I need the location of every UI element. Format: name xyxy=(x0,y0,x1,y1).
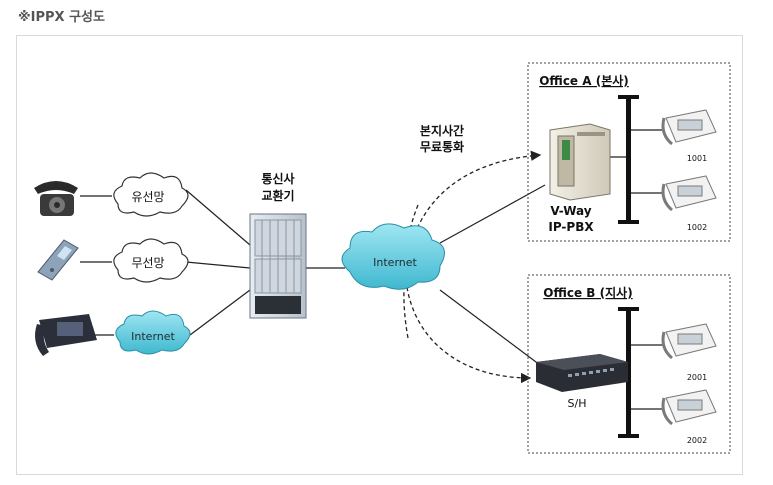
office-a-box xyxy=(527,62,731,242)
wired-network-label: 유선망 xyxy=(131,190,164,204)
ip-phone-1001-icon xyxy=(661,109,717,146)
exchange-label-line1: 통신사 xyxy=(261,171,294,186)
phone-1001-label: 1001 xyxy=(687,154,707,163)
ip-phone-2002-icon xyxy=(661,389,717,426)
ip-phone-2001-icon xyxy=(661,323,717,360)
phone-1002-label: 1002 xyxy=(687,223,707,232)
desk-phone-icon xyxy=(35,314,97,356)
office-b-box xyxy=(527,274,731,454)
exchange-tower-icon xyxy=(249,213,307,319)
internet-left-label: Internet xyxy=(131,330,175,343)
cloud-internet-left xyxy=(115,310,191,355)
mobile-phone-icon xyxy=(37,239,79,281)
diagram-caption: ※IPPX 구성도 xyxy=(18,10,105,25)
pbx-label-line2: IP-PBX xyxy=(548,220,594,234)
ip-pbx-server-icon xyxy=(549,123,611,201)
network-switch-icon xyxy=(536,354,628,392)
internet-center-label: Internet xyxy=(373,256,417,269)
cloud-wired-network xyxy=(113,172,189,217)
free-call-label-line1: 본지사간 xyxy=(420,123,464,138)
office-a-title: Office A (본사) xyxy=(539,73,629,88)
switch-label: S/H xyxy=(568,397,587,410)
office-b-title: Office B (지사) xyxy=(543,285,632,300)
exchange-label-line2: 교환기 xyxy=(261,188,294,203)
phone-2002-label: 2002 xyxy=(687,436,707,445)
pbx-label-line1: V-Way xyxy=(550,204,591,218)
free-call-label-line2: 무료통화 xyxy=(420,139,464,154)
ip-phone-1002-icon xyxy=(661,175,717,212)
rotary-phone-icon xyxy=(34,181,78,216)
diagram-frame xyxy=(16,35,743,475)
wireless-network-label: 무선망 xyxy=(131,256,164,270)
cloud-internet-center xyxy=(341,223,445,290)
phone-2001-label: 2001 xyxy=(687,373,707,382)
cloud-wireless-network xyxy=(113,238,189,283)
office-b-bus-line xyxy=(626,308,631,436)
office-a-bus-line xyxy=(626,96,631,222)
